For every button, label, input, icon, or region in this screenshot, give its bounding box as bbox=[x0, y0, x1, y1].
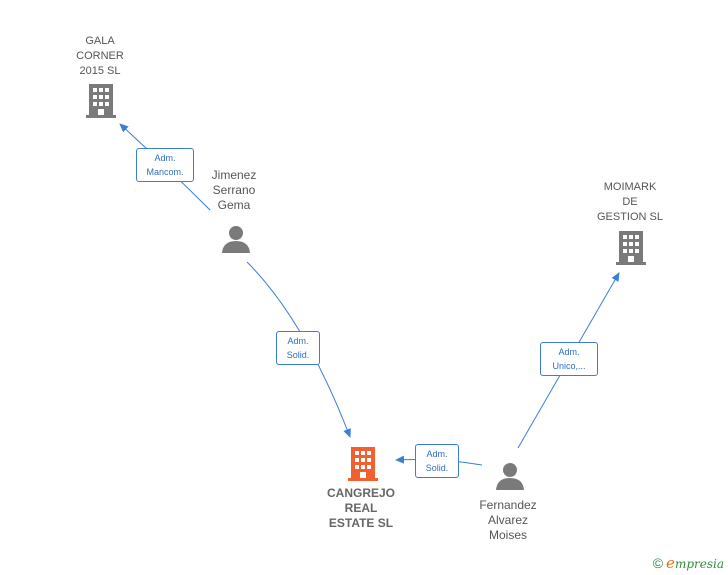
building-icon[interactable] bbox=[86, 84, 116, 118]
node-label-fernandez[interactable]: Fernandez Alvarez Moises bbox=[479, 498, 537, 542]
brand-name: mpresia bbox=[674, 557, 724, 571]
edge-label-jimenez-cangrejo[interactable]: Adm. Solid. bbox=[276, 331, 320, 365]
node-label-moimark[interactable]: MOIMARK DE GESTION SL bbox=[596, 181, 664, 223]
node-label-gala[interactable]: GALA CORNER 2015 SL bbox=[76, 35, 124, 77]
brand-logo[interactable]: ©empresia bbox=[653, 554, 724, 572]
building-icon[interactable] bbox=[348, 447, 378, 481]
person-icon[interactable] bbox=[222, 226, 250, 253]
building-icon[interactable] bbox=[616, 231, 646, 265]
node-label-cangrejo[interactable]: CANGREJO REAL ESTATE SL bbox=[326, 486, 395, 530]
edge-label-fernandez-moimark[interactable]: Adm. Unico,... bbox=[540, 342, 598, 376]
copyright-symbol: © bbox=[652, 555, 664, 571]
node-label-jimenez[interactable]: Jimenez Serrano Gema bbox=[211, 168, 257, 212]
brand-initial: e bbox=[666, 554, 675, 572]
edge-label-fernandez-cangrejo[interactable]: Adm. Solid. bbox=[415, 444, 459, 478]
edge-label-jimenez-gala[interactable]: Adm. Mancom. bbox=[136, 148, 194, 182]
person-icon[interactable] bbox=[496, 463, 524, 490]
